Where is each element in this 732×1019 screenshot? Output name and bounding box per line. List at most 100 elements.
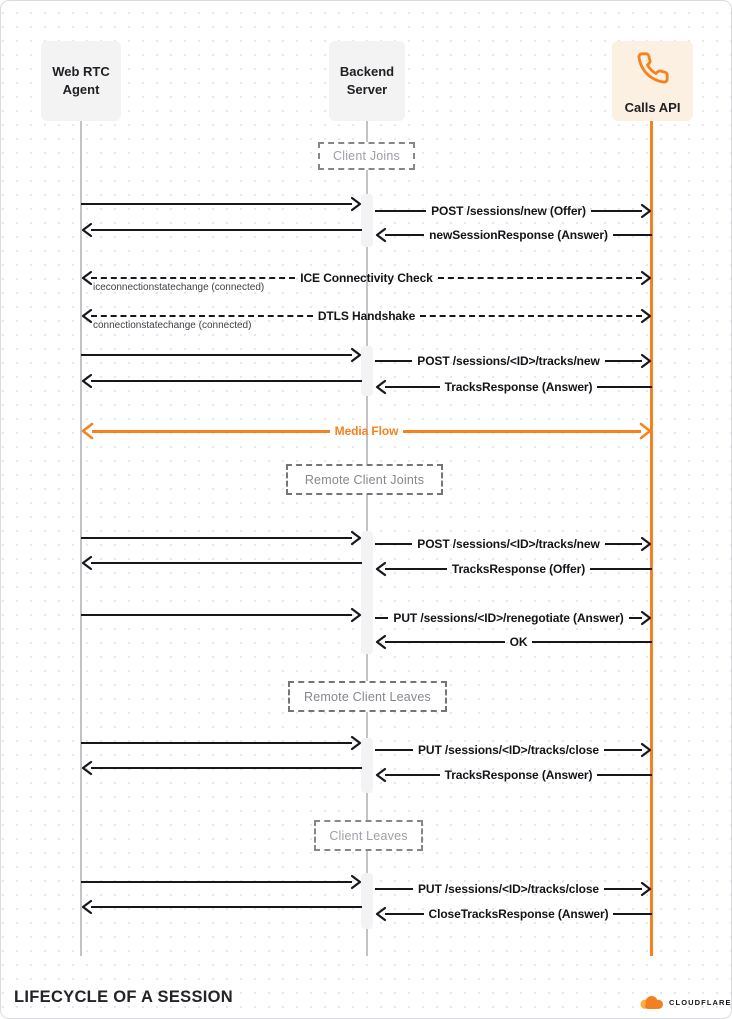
arrowhead-right-icon [350, 530, 362, 546]
phase-remote-client-joins: Remote Client Joints [286, 464, 443, 495]
arrow-line [375, 888, 413, 890]
note-iceconnectionstatechange: iceconnectionstatechange (connected) [93, 282, 265, 293]
arrow-line [81, 203, 352, 205]
message-ice-connectivity-check: ICE Connectivity Check [81, 270, 652, 286]
arrowhead-right-icon [350, 607, 362, 623]
arrow-line [91, 315, 313, 317]
arrow-line [375, 543, 413, 545]
message-label: TracksResponse (Offer) [451, 562, 586, 576]
arrow-line [81, 881, 352, 883]
arrowhead-right-icon [640, 203, 652, 219]
message-tracks-response-answer: TracksResponse (Answer) [375, 379, 653, 395]
message-put-renegotiate: PUT /sessions/<ID>/renegotiate (Answer) [375, 610, 652, 626]
message-label: Media Flow [334, 424, 399, 438]
message-label: newSessionResponse (Answer) [429, 228, 608, 242]
cloudflare-cloud-icon [640, 996, 663, 1009]
arrow-backend-to-agent [81, 373, 362, 389]
arrow-line [385, 568, 447, 570]
arrow-line [590, 568, 652, 570]
message-label: TracksResponse (Answer) [444, 380, 593, 394]
phase-remote-client-leaves: Remote Client Leaves [288, 681, 447, 712]
arrow-backend-to-agent [81, 222, 362, 238]
arrow-line [385, 234, 425, 236]
arrow-line [91, 906, 362, 908]
actor-web-rtc-agent: Web RTC Agent [41, 41, 121, 121]
arrowhead-right-icon [350, 347, 362, 363]
arrow-agent-to-backend [81, 347, 362, 363]
arrow-line [91, 562, 362, 564]
arrow-line [91, 767, 362, 769]
arrowhead-right-icon [640, 610, 652, 626]
activation-bar [361, 738, 373, 793]
phase-label: Remote Client Joints [304, 472, 425, 487]
arrow-line [532, 641, 652, 643]
actor-calls-api: Calls API [612, 41, 693, 121]
arrow-line [375, 617, 389, 619]
arrowhead-left-icon [81, 899, 93, 915]
arrowhead-left-icon [81, 555, 93, 571]
message-post-tracks-new: POST /sessions/<ID>/tracks/new [375, 353, 652, 369]
cloudflare-wordmark: CLOUDFLARE [669, 997, 732, 1007]
activation-bar [361, 873, 373, 929]
message-post-tracks-new: POST /sessions/<ID>/tracks/new [375, 536, 652, 552]
arrowhead-left-icon [375, 767, 387, 783]
page-title: LIFECYCLE OF A SESSION [14, 988, 233, 1006]
arrow-line [403, 429, 642, 433]
arrow-line [604, 360, 643, 362]
message-new-session-response: newSessionResponse (Answer) [375, 227, 652, 243]
arrow-line [597, 774, 653, 776]
arrow-line [375, 360, 413, 362]
activation-bar [361, 346, 373, 396]
arrowhead-right-icon [350, 874, 362, 890]
phase-client-joins: Client Joins [318, 142, 415, 170]
arrow-line [385, 913, 424, 915]
arrowhead-right-icon [640, 881, 652, 897]
arrowhead-right-icon [640, 742, 652, 758]
arrow-line [81, 537, 352, 539]
arrowhead-left-icon [375, 634, 387, 650]
message-tracks-response-answer: TracksResponse (Answer) [375, 767, 653, 783]
message-label: POST /sessions/<ID>/tracks/new [417, 537, 600, 551]
message-label: PUT /sessions/<ID>/tracks/close [418, 743, 599, 757]
message-close-tracks-response: CloseTracksResponse (Answer) [375, 906, 652, 922]
note-connectionstatechange: connectionstatechange (connected) [93, 320, 252, 331]
arrow-line [597, 386, 653, 388]
arrow-line [385, 641, 505, 643]
arrow-line [420, 315, 643, 317]
arrow-backend-to-agent [81, 760, 362, 776]
message-label: OK [509, 635, 528, 649]
cloudflare-logo: CLOUDFLARE [639, 994, 732, 1010]
actor-backend-server: Backend Server [329, 41, 405, 121]
arrow-line [81, 354, 352, 356]
message-label: DTLS Handshake [317, 309, 416, 323]
arrowhead-right-icon [640, 270, 652, 286]
arrowhead-left-icon [81, 760, 93, 776]
arrow-line [604, 543, 643, 545]
phase-client-leaves: Client Leaves [314, 820, 423, 851]
arrowhead-right-icon [640, 536, 652, 552]
message-label: PUT /sessions/<ID>/tracks/close [418, 882, 599, 896]
arrowhead-left-icon [81, 308, 93, 324]
arrow-line [375, 210, 427, 212]
arrow-agent-to-backend [81, 530, 362, 546]
arrowhead-right-icon [639, 422, 652, 440]
arrow-backend-to-agent [81, 555, 362, 571]
phase-label: Remote Client Leaves [304, 689, 431, 704]
arrowhead-left-icon [81, 373, 93, 389]
arrowhead-left-icon [375, 561, 387, 577]
message-post-sessions-new: POST /sessions/new (Offer) [375, 203, 652, 219]
arrowhead-left-icon [81, 270, 93, 286]
message-tracks-response-offer: TracksResponse (Offer) [375, 561, 652, 577]
lifeline-calls-api [650, 121, 653, 956]
arrow-agent-to-backend [81, 196, 362, 212]
arrow-line [375, 749, 413, 751]
arrow-backend-to-agent [81, 899, 362, 915]
message-put-tracks-close: PUT /sessions/<ID>/tracks/close [375, 742, 652, 758]
message-dtls-handshake: DTLS Handshake [81, 308, 652, 324]
message-ok: OK [375, 634, 652, 650]
message-label: CloseTracksResponse (Answer) [428, 907, 609, 921]
arrowhead-right-icon [350, 735, 362, 751]
arrow-line [628, 617, 643, 619]
arrow-line [81, 614, 352, 616]
